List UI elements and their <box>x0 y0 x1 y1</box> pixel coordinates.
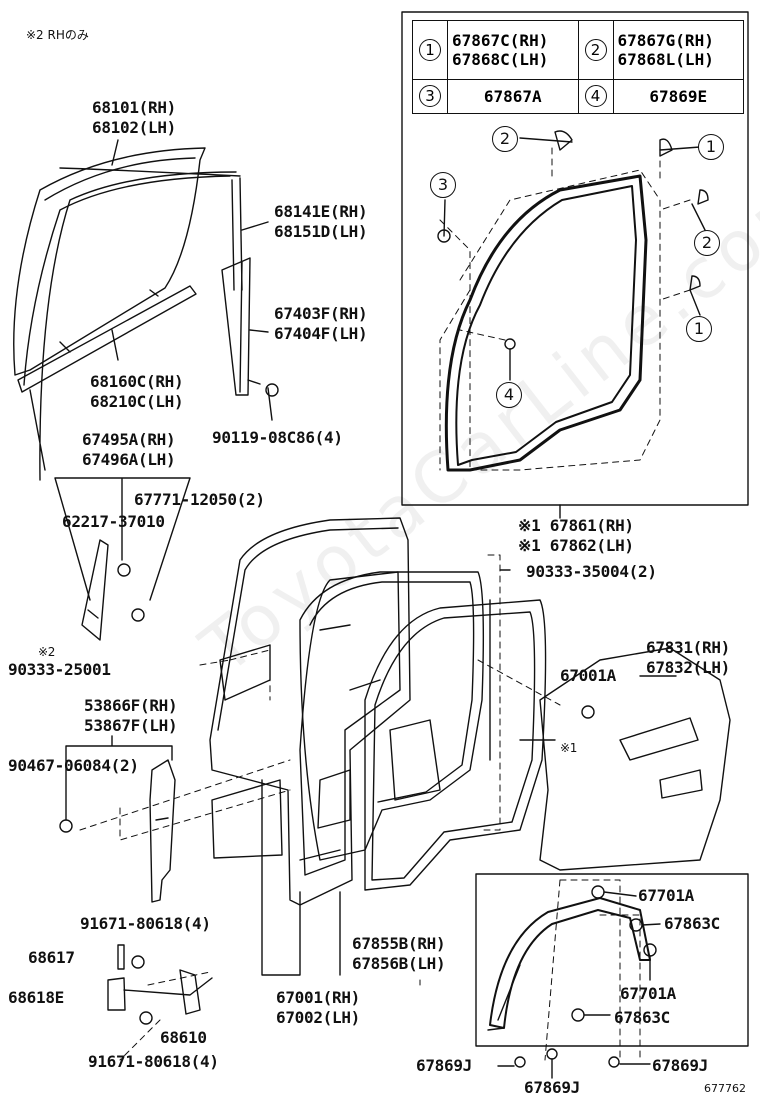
part-label-67701a-lower: 67701A <box>620 984 676 1003</box>
callout-circle: 2 <box>584 38 607 61</box>
note-mark-2: ※2 <box>38 645 56 659</box>
run-channel <box>221 257 251 396</box>
door-weatherstrip <box>299 571 485 861</box>
part-label-weatherstrip-rh: ※1 67861(RH) <box>518 516 634 535</box>
legend-part-lh: 67868L(LH) <box>617 49 714 69</box>
part-label-run-rh: 68141E(RH) <box>274 202 368 221</box>
part-label-seal-lh: 67856B(LH) <box>352 954 446 973</box>
part-label-channel-lh: 67404F(LH) <box>274 324 368 343</box>
part-label-clip-67771: 67771-12050(2) <box>134 490 265 509</box>
door-shell <box>209 517 411 906</box>
callout-circle: 1 <box>419 38 441 61</box>
callout-circle-2: 2 <box>492 126 518 152</box>
belt-moulding <box>17 285 197 393</box>
part-label-weatherstrip-lh: ※1 67862(LH) <box>518 536 634 555</box>
legend-part-rh: 67867C(RH) <box>452 30 549 50</box>
part-label-cushion-90333-35004: 90333-35004(2) <box>526 562 657 581</box>
part-label-clip-62217: 62217-37010 <box>62 512 165 531</box>
spacer-68617 <box>117 944 125 970</box>
part-label-door-lh: 67002(LH) <box>276 1008 360 1027</box>
part-label-67869j-left: 67869J <box>416 1056 472 1075</box>
part-label-belt-rh: 68160C(RH) <box>90 372 184 391</box>
callout-circle-3: 3 <box>430 172 456 198</box>
inset-weatherstrip <box>444 174 648 472</box>
part-label-trim-rh: 67831(RH) <box>646 638 730 657</box>
legend-part: 67869E <box>649 86 708 106</box>
part-label-check-68610: 68610 <box>160 1028 207 1047</box>
part-label-67869j-center: 67869J <box>524 1078 580 1097</box>
door-trim-board <box>539 647 731 871</box>
part-label-68617: 68617 <box>28 948 75 967</box>
wheel-arch-inset-box <box>475 873 749 1047</box>
callout-legend-table: 1 67867C(RH)67868C(LH) 2 67867G(RH)67868… <box>412 20 744 114</box>
part-label-67869j-right: 67869J <box>652 1056 708 1075</box>
part-label-seal-rh: 67855B(RH) <box>352 934 446 953</box>
part-label-door-rh: 67001(RH) <box>276 988 360 1007</box>
door-garnish <box>81 539 109 641</box>
part-label-channel-rh: 67403F(RH) <box>274 304 368 323</box>
legend-part-lh: 67868C(LH) <box>452 49 549 69</box>
door-glass <box>13 147 206 376</box>
part-label-clip-90467: 90467-06084(2) <box>8 756 139 775</box>
callout-circle: 4 <box>584 85 607 108</box>
callout-circle-4: 4 <box>496 382 522 408</box>
door-hinge <box>149 759 176 903</box>
part-label-bolt-91671-lower: 91671-80618(4) <box>88 1052 219 1071</box>
part-label-hinge-rh: 53866F(RH) <box>84 696 178 715</box>
note-mark-1: ※1 <box>560 741 578 755</box>
part-label-glass-lh: 68102(LH) <box>92 118 176 137</box>
rh-only-note: ※2 RHのみ <box>26 28 89 42</box>
callout-circle-1: 1 <box>686 316 712 342</box>
callout-circle: 3 <box>419 85 441 108</box>
part-label-garnish-lh: 67496A(LH) <box>82 450 176 469</box>
part-label-glass-rh: 68101(RH) <box>92 98 176 117</box>
part-label-run-lh: 68151D(LH) <box>274 222 368 241</box>
part-label-garnish-rh: 67495A(RH) <box>82 430 176 449</box>
figure-number: 677762 <box>704 1082 746 1095</box>
part-label-clip-67001a: 67001A <box>560 666 616 685</box>
legend-part: 67867A <box>483 86 542 106</box>
part-label-cushion-90333-25001: 90333-25001 <box>8 660 111 679</box>
legend-row-2: 3 67867A 4 67869E <box>412 78 744 114</box>
part-label-trim-lh: 67832(LH) <box>646 658 730 677</box>
door-check <box>107 969 213 1015</box>
callout-circle-2: 2 <box>694 230 720 256</box>
part-label-67863c-lower: 67863C <box>614 1008 670 1027</box>
part-label-bolt-90119: 90119-08C86(4) <box>212 428 343 447</box>
part-label-bolt-91671-upper: 91671-80618(4) <box>80 914 211 933</box>
door-opening-seal <box>364 599 547 891</box>
callout-circle-1: 1 <box>698 134 724 160</box>
weatherstrip-inset-box <box>401 11 749 506</box>
part-label-68618e: 68618E <box>8 988 64 1007</box>
part-label-hinge-lh: 53867F(LH) <box>84 716 178 735</box>
glass-run <box>29 167 243 481</box>
legend-row-1: 1 67867C(RH)67868C(LH) 2 67867G(RH)67868… <box>412 20 744 80</box>
part-label-67863c-upper: 67863C <box>664 914 720 933</box>
part-label-67701a-upper: 67701A <box>638 886 694 905</box>
part-label-belt-lh: 68210C(LH) <box>90 392 184 411</box>
legend-part-rh: 67867G(RH) <box>617 30 714 50</box>
